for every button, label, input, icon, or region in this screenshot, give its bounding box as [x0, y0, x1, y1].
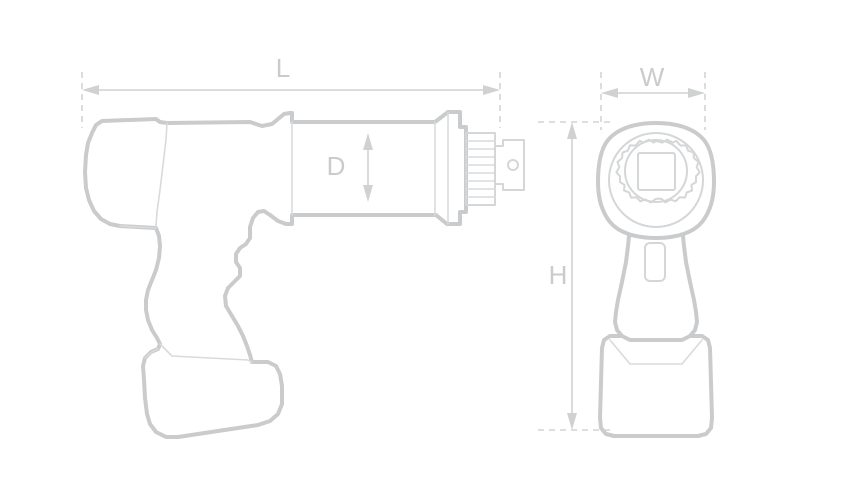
front-battery-chamfer — [609, 339, 703, 365]
dimension-height: H — [538, 121, 612, 431]
front-outer-ring — [608, 132, 704, 228]
spline-ring — [465, 132, 496, 206]
length-arrow-right — [483, 85, 500, 95]
dimension-length: L — [81, 53, 501, 128]
diameter-arrow-top — [363, 133, 373, 150]
dimension-label-diameter: D — [327, 151, 346, 181]
battery-latch-notch — [144, 348, 159, 359]
dimension-diameter: D — [327, 133, 373, 202]
rear-panel-seam — [155, 122, 168, 227]
side-view — [83, 110, 525, 439]
front-gear-inner-circle — [624, 139, 688, 203]
front-square-drive-socket — [637, 152, 676, 191]
height-arrow-top — [567, 122, 577, 139]
front-head-outline — [596, 121, 716, 240]
front-gear-ring — [615, 138, 701, 204]
width-arrow-right — [688, 88, 705, 98]
front-battery-pack — [598, 334, 714, 438]
front-handle-button — [644, 242, 666, 282]
rear-body-lower-edge — [119, 225, 157, 229]
front-handle-column — [613, 234, 699, 342]
height-arrow-bottom — [567, 413, 577, 430]
front-view — [596, 121, 716, 438]
dimension-label-height: H — [549, 260, 568, 290]
spline-block-outline — [465, 132, 496, 206]
dimension-label-width: W — [640, 62, 665, 92]
dimension-width: W — [600, 62, 706, 130]
battery-top-seam — [159, 343, 253, 363]
length-arrow-left — [82, 85, 99, 95]
square-drive-outline — [494, 139, 525, 191]
width-arrow-left — [601, 88, 618, 98]
diameter-arrow-bottom — [363, 185, 373, 202]
dimension-label-length: L — [276, 53, 290, 83]
drive-detent-hole — [507, 159, 519, 171]
square-drive — [494, 139, 525, 191]
side-view-body-outline — [83, 110, 468, 439]
